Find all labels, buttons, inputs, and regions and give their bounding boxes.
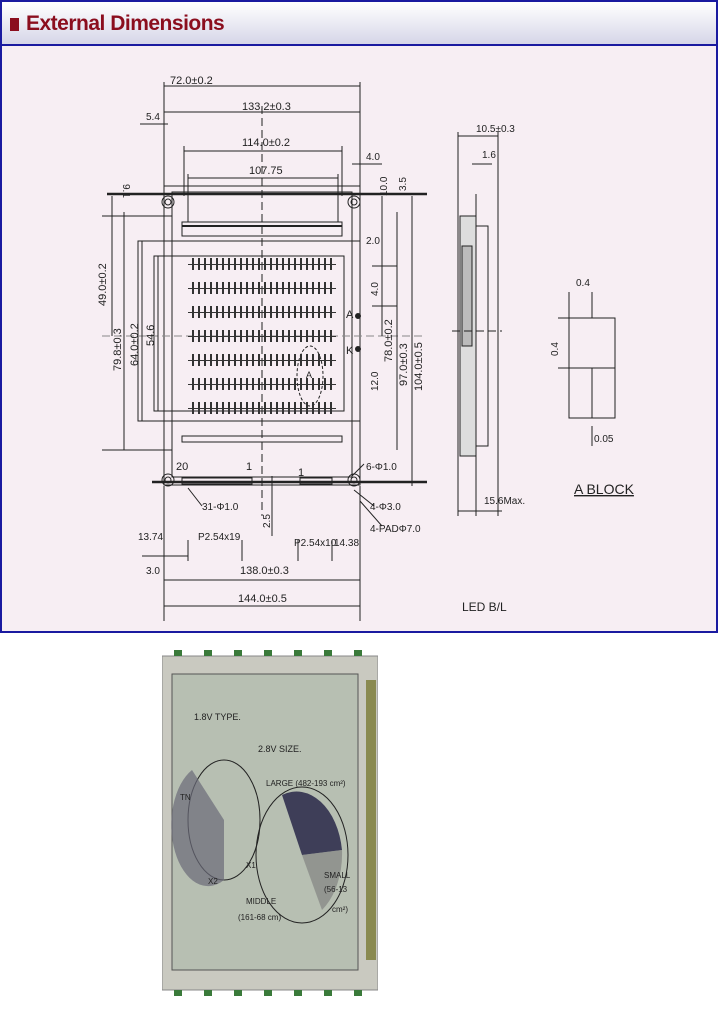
dim-49: 49.0±0.2 bbox=[97, 263, 109, 306]
dim-9-1: 9.1 bbox=[120, 184, 131, 198]
photo-text-mid2: (161-68 cm) bbox=[238, 913, 281, 922]
viewing-area bbox=[137, 240, 361, 422]
dim-54: 54.6 bbox=[145, 325, 157, 346]
dim-3-0: 3.0 bbox=[146, 566, 160, 577]
dim-p10: P2.54x10 bbox=[294, 538, 337, 549]
dim-13: 13.74 bbox=[138, 532, 163, 543]
dim-2-5: 2.5 bbox=[262, 514, 273, 528]
dim-79: 79.8±0.3 bbox=[112, 328, 124, 371]
a-block-title: A BLOCK bbox=[574, 481, 635, 497]
section-header: External Dimensions bbox=[2, 2, 716, 46]
dim-72: 72.0±0.2 bbox=[170, 75, 213, 87]
dim-104: 104.0±0.5 bbox=[413, 342, 425, 391]
photo-text-small2: (56-13 bbox=[324, 885, 348, 894]
dim-138: 138.0±0.3 bbox=[240, 565, 289, 577]
dim-4-0: 4.0 bbox=[366, 152, 380, 163]
photo-text-x1: X1 bbox=[246, 861, 256, 870]
dimension-drawing: 72.0±0.2 5.4 133.2±0.3 114.0±0.2 107.75 … bbox=[97, 75, 635, 621]
dim-4-0b: 4.0 bbox=[370, 282, 381, 296]
dim-64: 64.0±0.2 bbox=[129, 323, 141, 366]
dim-1-6: 1.6 bbox=[482, 150, 496, 161]
mount-hole bbox=[161, 195, 175, 209]
dim-0-4a: 0.4 bbox=[576, 278, 590, 289]
dim-3-5: 3.5 bbox=[398, 177, 409, 191]
dim-2-0: 2.0 bbox=[366, 236, 380, 247]
dim-15: 15.6Max. bbox=[484, 496, 525, 507]
dim-144: 144.0±0.5 bbox=[238, 593, 287, 605]
dim-5-4: 5.4 bbox=[146, 112, 160, 123]
a-block-detail bbox=[558, 292, 616, 446]
dim-6phi: 6-Φ1.0 bbox=[366, 462, 397, 473]
dim-107: 107.75 bbox=[249, 165, 283, 177]
dim-114: 114.0±0.2 bbox=[242, 137, 290, 149]
drawing-panel: External Dimensions bbox=[0, 0, 718, 633]
connector-left bbox=[181, 477, 253, 485]
led-label: LED B/L bbox=[462, 600, 507, 614]
dim-31phi: 31-Φ1.0 bbox=[202, 502, 239, 513]
character-grid bbox=[188, 258, 336, 414]
dim-0-4b: 0.4 bbox=[550, 342, 561, 356]
dim-p19: P2.54x19 bbox=[198, 532, 241, 543]
dim-pad: 4-PADΦ7.0 bbox=[370, 524, 421, 535]
dim-0-05: 0.05 bbox=[594, 434, 614, 445]
section-title: External Dimensions bbox=[26, 12, 225, 35]
photo-text-mid1: MIDDLE bbox=[246, 897, 276, 906]
dim-133: 133.2±0.3 bbox=[242, 101, 291, 113]
detail-a-label: A bbox=[306, 370, 312, 380]
pin-a: A bbox=[346, 309, 354, 321]
photo-text-3: LARGE (482-193 cm²) bbox=[266, 779, 346, 788]
pin-1: 1 bbox=[246, 461, 252, 473]
connector-right bbox=[299, 477, 333, 485]
photo-text-tn: TN bbox=[180, 793, 191, 802]
pin-k: K bbox=[346, 345, 354, 357]
dim-10: 10.0 bbox=[379, 176, 390, 196]
photo-text-x2: X2 bbox=[208, 877, 218, 886]
dim-97: 97.0±0.3 bbox=[398, 343, 410, 386]
bullet-icon bbox=[10, 18, 19, 31]
side-view bbox=[452, 132, 502, 516]
photo-text-small3: cm²) bbox=[332, 905, 348, 914]
pin-20: 20 bbox=[176, 461, 188, 473]
dim-4phi: 4-Φ3.0 bbox=[370, 502, 401, 513]
dim-12: 12.0 bbox=[370, 371, 381, 391]
pin-1b: 1 bbox=[298, 467, 304, 479]
lcd-photo: 1.8V TYPE. 2.8V SIZE. LARGE (482-193 cm²… bbox=[162, 650, 378, 996]
photo-text-1: 1.8V TYPE. bbox=[194, 712, 241, 722]
dim-78: 78.0±0.2 bbox=[383, 319, 395, 362]
dim-14: 14.38 bbox=[334, 538, 359, 549]
dim-10-5: 10.5±0.3 bbox=[476, 124, 515, 135]
photo-text-small1: SMALL bbox=[324, 871, 351, 880]
photo-text-2: 2.8V SIZE. bbox=[258, 744, 302, 754]
